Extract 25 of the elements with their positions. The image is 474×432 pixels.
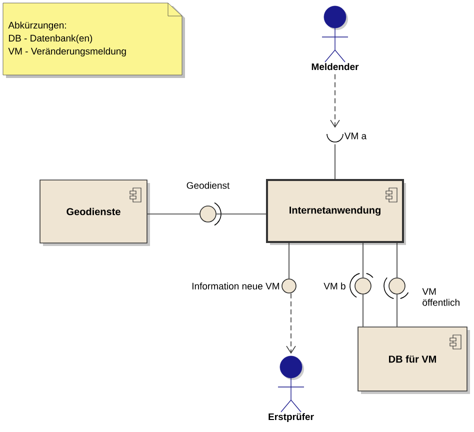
component-box: DB für VM <box>358 326 470 394</box>
connector <box>330 74 340 128</box>
connector <box>288 242 290 279</box>
connector <box>286 293 296 354</box>
node-label: VM öffentlich <box>422 288 460 306</box>
note: Abkürzungen: DB - Datenbank(en) VM - Veränderungsmeldung <box>2 2 185 78</box>
provided-interface: VM öffentlich <box>388 278 460 306</box>
node-label: Erstprüfer <box>268 413 314 422</box>
connector <box>396 294 398 327</box>
node-label: VM b <box>324 282 346 290</box>
connector <box>362 242 364 278</box>
node-label: Information neue VM <box>192 282 280 290</box>
component-box: Internetanwendung <box>266 179 406 245</box>
component-box: Geodienste <box>40 180 150 246</box>
connector <box>362 294 364 327</box>
actor: Erstprüfer <box>268 356 314 422</box>
node-label: Meldender <box>312 63 359 70</box>
actor: Meldender <box>312 6 359 70</box>
required-interface: VM a <box>326 132 367 142</box>
connector <box>334 144 336 180</box>
provided-interface: Information neue VM <box>192 278 296 294</box>
provided-interface: Geodienst <box>186 182 230 222</box>
connector <box>396 242 398 278</box>
provided-interface: VM b <box>324 278 372 294</box>
node-label: Geodienst <box>186 182 230 189</box>
